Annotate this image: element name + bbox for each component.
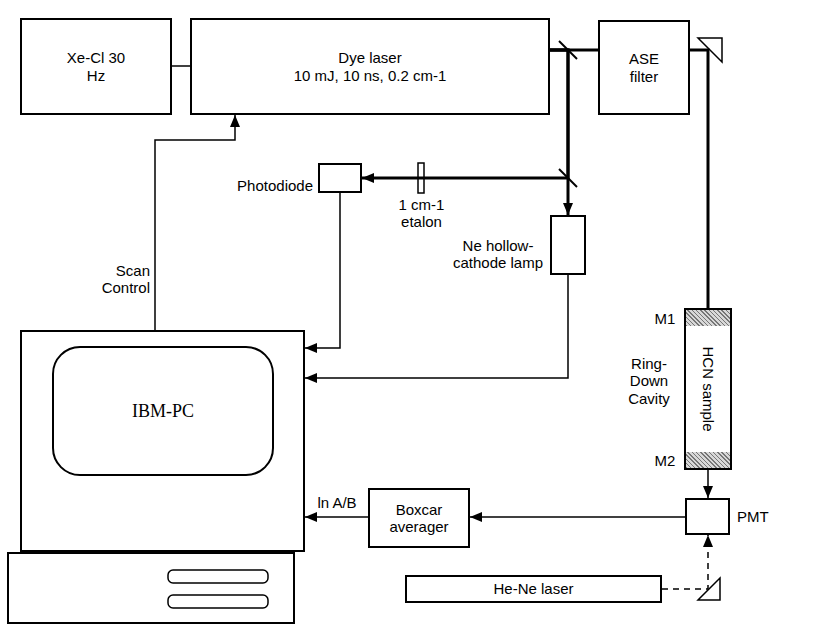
alignment-beam xyxy=(662,535,708,589)
sample-label: HCN sample xyxy=(699,346,716,431)
laser-beam xyxy=(550,50,568,215)
monitor-screen: IBM-PC xyxy=(52,346,274,476)
laser-box: Xe-Cl 30 Hz xyxy=(20,18,172,115)
mirror-label: M1 xyxy=(650,310,680,327)
part-label: Ring-Down Cavity xyxy=(620,355,678,407)
signal-label: ln A/B xyxy=(309,494,365,511)
signal-line xyxy=(305,275,568,378)
cavity-mirror xyxy=(686,452,730,468)
drive-slot xyxy=(168,595,268,608)
part-label: PMT xyxy=(737,508,777,525)
laser-beam xyxy=(690,50,708,308)
box-label: IBM-PC xyxy=(132,401,194,422)
box-label: Boxcar averager xyxy=(379,501,459,536)
box-label: 10 mJ, 10 ns, 0.2 cm-1 xyxy=(294,67,447,84)
lamp-box: Ne hollow- cathode lamp xyxy=(550,215,586,275)
part-label: 1 cm-1 etalon xyxy=(394,196,449,230)
detector-box: Photodiode xyxy=(318,163,362,193)
mirror-label: M2 xyxy=(650,452,680,469)
filter-box: ASE filter xyxy=(598,20,690,115)
signal-line xyxy=(305,516,368,518)
detector-box: PMT xyxy=(685,498,730,535)
signal-line xyxy=(305,193,340,348)
drive-slot xyxy=(168,570,268,583)
laser-box: He-Ne laser xyxy=(405,575,662,603)
box-label: He-Ne laser xyxy=(493,580,573,597)
part-label: Photodiode xyxy=(223,177,313,194)
part-label: Ne hollow- cathode lamp xyxy=(450,237,546,272)
box-label: Dye laser xyxy=(338,49,401,66)
cavity-mirror xyxy=(686,310,730,326)
signal-line xyxy=(470,516,685,518)
signal-label: Scan Control xyxy=(90,262,150,297)
turning-prism xyxy=(698,578,720,600)
box-label: ASE filter xyxy=(614,50,674,85)
box-label: Xe-Cl 30 Hz xyxy=(66,49,126,84)
signal-line xyxy=(172,65,190,67)
signal-line xyxy=(155,115,235,330)
averager-box: Boxcar averager xyxy=(368,488,470,548)
signal-line xyxy=(707,470,709,498)
laser-box: Dye laser10 mJ, 10 ns, 0.2 cm-1 xyxy=(190,18,550,115)
ring-down-cavity: Ring-Down CavityHCN sample xyxy=(684,308,732,470)
computer-base xyxy=(8,553,294,623)
computer-monitor: IBM-PC xyxy=(20,330,305,552)
